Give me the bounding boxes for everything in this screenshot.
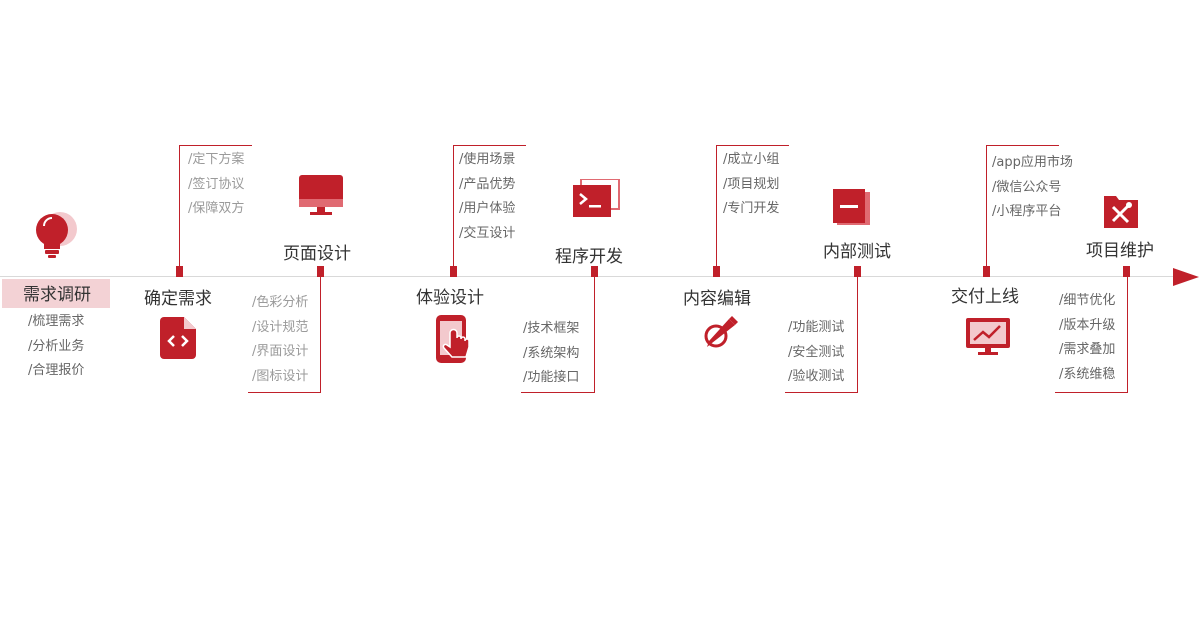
connector-line	[716, 145, 789, 146]
step-item: /验收测试	[788, 369, 845, 385]
connector-line	[1127, 277, 1128, 393]
connector-line	[857, 277, 858, 393]
chart-monitor-icon	[966, 318, 1010, 355]
timeline-axis	[0, 276, 1180, 277]
step-item: /技术框架	[523, 321, 580, 336]
timeline-marker	[450, 266, 457, 277]
timeline-arrow-icon	[1173, 268, 1199, 286]
step-item: /app应用市场	[992, 155, 1073, 170]
step-item: /微信公众号	[992, 179, 1062, 195]
touch-phone-icon	[436, 315, 470, 363]
step-item: /细节优化	[1059, 293, 1116, 308]
timeline-marker	[854, 266, 861, 277]
step-item: /安全测试	[788, 344, 845, 360]
step-item: /版本升级	[1059, 317, 1116, 333]
step-item: /保障双方	[188, 201, 245, 217]
step-items: /使用场景 /产品优势 /用户体验 /交互设计	[459, 148, 515, 247]
step-item: /合理报价	[28, 363, 85, 379]
timeline-marker	[983, 266, 990, 277]
tools-folder-icon	[1104, 196, 1138, 228]
connector-line	[320, 277, 321, 393]
connector-line	[248, 392, 321, 393]
step-item: /色彩分析	[252, 295, 309, 310]
step-item: /成立小组	[723, 152, 780, 167]
connector-line	[179, 145, 180, 267]
step-items: /功能测试 /安全测试 /验收测试	[788, 316, 844, 390]
step-item: /用户体验	[459, 201, 516, 217]
step-items: /定下方案 /签订协议 /保障双方	[188, 148, 244, 222]
timeline-marker	[176, 266, 183, 277]
connector-line	[785, 392, 858, 393]
step-item: /功能测试	[788, 320, 845, 335]
code-file-icon	[160, 317, 196, 359]
step-item: /小程序平台	[992, 204, 1062, 220]
step-title: 内容编辑	[683, 289, 751, 309]
step-item: /设计规范	[252, 319, 309, 335]
monitor-icon	[299, 175, 343, 215]
minus-window-icon	[833, 189, 870, 225]
step-title: 体验设计	[416, 288, 484, 308]
step-title: 需求调研	[2, 279, 110, 308]
connector-line	[453, 145, 526, 146]
step-item: /使用场景	[459, 152, 516, 167]
connector-line	[179, 145, 252, 146]
step-title: 页面设计	[283, 244, 351, 264]
terminal-icon	[573, 179, 620, 217]
timeline-marker	[713, 266, 720, 277]
step-item: /分析业务	[28, 338, 85, 354]
timeline-marker	[317, 266, 324, 277]
step-item: /系统维稳	[1059, 367, 1116, 383]
timeline-marker	[591, 266, 598, 277]
step-item: /界面设计	[252, 344, 309, 360]
step-item: /专门开发	[723, 201, 780, 217]
connector-line	[716, 145, 717, 267]
connector-line	[986, 145, 1059, 146]
step-title: 项目维护	[1086, 241, 1154, 261]
step-items: /技术框架 /系统架构 /功能接口	[523, 317, 579, 391]
step-items: /细节优化 /版本升级 /需求叠加 /系统维稳	[1059, 289, 1115, 388]
step-item: /梳理需求	[28, 314, 85, 329]
step-items: /梳理需求 /分析业务 /合理报价	[28, 310, 84, 384]
lightbulb-icon	[36, 212, 77, 258]
step-item: /项目规划	[723, 176, 780, 192]
step-items: /app应用市场 /微信公众号 /小程序平台	[992, 151, 1073, 225]
connector-line	[594, 277, 595, 393]
step-item: /功能接口	[523, 370, 580, 386]
step-title: 确定需求	[144, 289, 212, 309]
step-item: /产品优势	[459, 176, 516, 192]
connector-line	[986, 145, 987, 267]
step-item: /定下方案	[188, 152, 245, 167]
step-title: 交付上线	[951, 287, 1019, 307]
step-item: /需求叠加	[1059, 342, 1116, 358]
connector-line	[453, 145, 454, 267]
step-item: /交互设计	[459, 226, 516, 242]
pencil-icon	[704, 316, 738, 348]
step-title: 内部测试	[823, 242, 891, 262]
step-item: /图标设计	[252, 369, 309, 385]
timeline-marker	[1123, 266, 1130, 277]
step-title: 程序开发	[555, 247, 623, 267]
step-items: /成立小组 /项目规划 /专门开发	[723, 148, 779, 222]
step-items: /色彩分析 /设计规范 /界面设计 /图标设计	[252, 291, 308, 390]
connector-line	[1055, 392, 1128, 393]
step-item: /系统架构	[523, 345, 580, 361]
connector-line	[521, 392, 595, 393]
step-item: /签订协议	[188, 176, 245, 192]
